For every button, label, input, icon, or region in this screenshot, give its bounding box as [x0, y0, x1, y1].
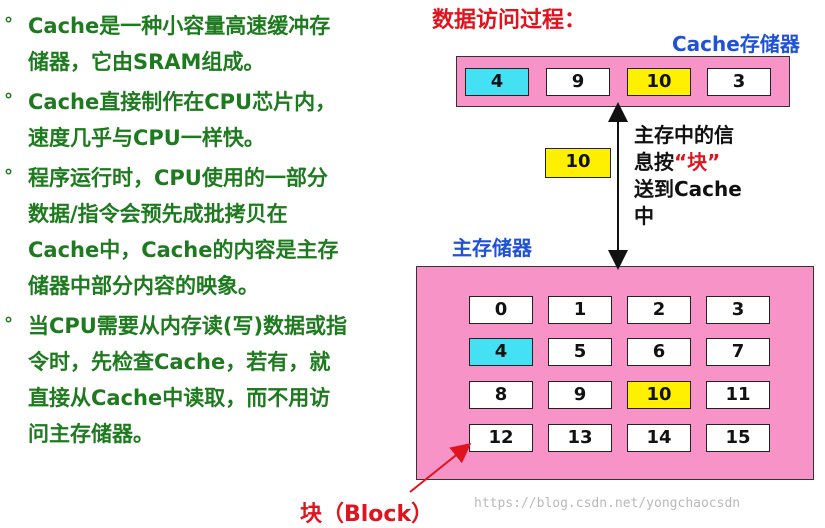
transfer-note-line: 息按“块” — [634, 149, 742, 176]
transfer-note-line: 送到Cache — [634, 177, 742, 201]
memory-cell: 9 — [548, 381, 612, 409]
bullet-text: 程序运行时，CPU使用的一部分 数据/指令会预先成批拷贝在 Cache中，Cac… — [28, 166, 339, 298]
cache-memory-box: 4 9 10 3 — [456, 56, 790, 107]
watermark: https://blog.csdn.net/yongchaocsdn — [474, 496, 741, 511]
cache-cell: 10 — [627, 68, 691, 96]
memory-cell: 0 — [469, 296, 533, 324]
transfer-note-highlight: “块” — [674, 150, 721, 174]
transfer-note-line: 中 — [634, 204, 654, 228]
bullet-list: ° Cache是一种小容量高速缓冲存 储器，它由SRAM组成。 ° Cache直… — [0, 8, 400, 456]
memory-cell: 1 — [548, 296, 612, 324]
bullet-mark: ° — [4, 90, 13, 111]
memory-cell: 11 — [706, 381, 770, 409]
memory-cell: 2 — [627, 296, 691, 324]
bullet-item: ° Cache直接制作在CPU芯片内， 速度几乎与CPU一样快。 — [0, 84, 400, 156]
transfer-note-line: 主存中的信 — [634, 123, 734, 147]
transfer-note: 主存中的信 息按“块” 送到Cache 中 — [634, 122, 742, 230]
cache-label: Cache存储器 — [672, 32, 800, 56]
cache-cell: 3 — [707, 68, 771, 96]
memory-cell: 15 — [706, 424, 770, 452]
cache-cell: 9 — [546, 68, 610, 96]
memory-cell: 6 — [627, 338, 691, 366]
memory-cell: 5 — [548, 338, 612, 366]
memory-cell: 13 — [548, 424, 612, 452]
transfer-note-text: 息按 — [634, 150, 674, 174]
bullet-mark: ° — [4, 14, 13, 35]
main-memory-box: 0 1 2 3 4 5 6 7 8 9 10 11 12 13 14 15 — [416, 266, 814, 480]
memory-cell: 4 — [469, 338, 533, 366]
bullet-text: 当CPU需要从内存读(写)数据或指 令时，先检查Cache，若有，就 直接从Ca… — [28, 314, 348, 446]
transfer-block-cell: 10 — [545, 148, 611, 178]
main-memory-label: 主存储器 — [452, 236, 532, 260]
bullet-text: Cache直接制作在CPU芯片内， 速度几乎与CPU一样快。 — [28, 90, 337, 150]
memory-cell: 3 — [706, 296, 770, 324]
memory-cell: 7 — [706, 338, 770, 366]
memory-cell: 14 — [627, 424, 691, 452]
diagram-title: 数据访问过程： — [432, 8, 587, 33]
block-label: 块（Block） — [300, 502, 434, 527]
memory-cell: 8 — [469, 381, 533, 409]
bullet-item: ° 当CPU需要从内存读(写)数据或指 令时，先检查Cache，若有，就 直接从… — [0, 308, 400, 452]
bullet-mark: ° — [4, 166, 13, 187]
bullet-item: ° Cache是一种小容量高速缓冲存 储器，它由SRAM组成。 — [0, 8, 400, 80]
bullet-text: Cache是一种小容量高速缓冲存 储器，它由SRAM组成。 — [28, 14, 331, 74]
bullet-item: ° 程序运行时，CPU使用的一部分 数据/指令会预先成批拷贝在 Cache中，C… — [0, 160, 400, 304]
bullet-mark: ° — [4, 314, 13, 335]
memory-cell: 12 — [469, 424, 533, 452]
memory-cell: 10 — [627, 381, 691, 409]
cache-cell: 4 — [465, 68, 529, 96]
